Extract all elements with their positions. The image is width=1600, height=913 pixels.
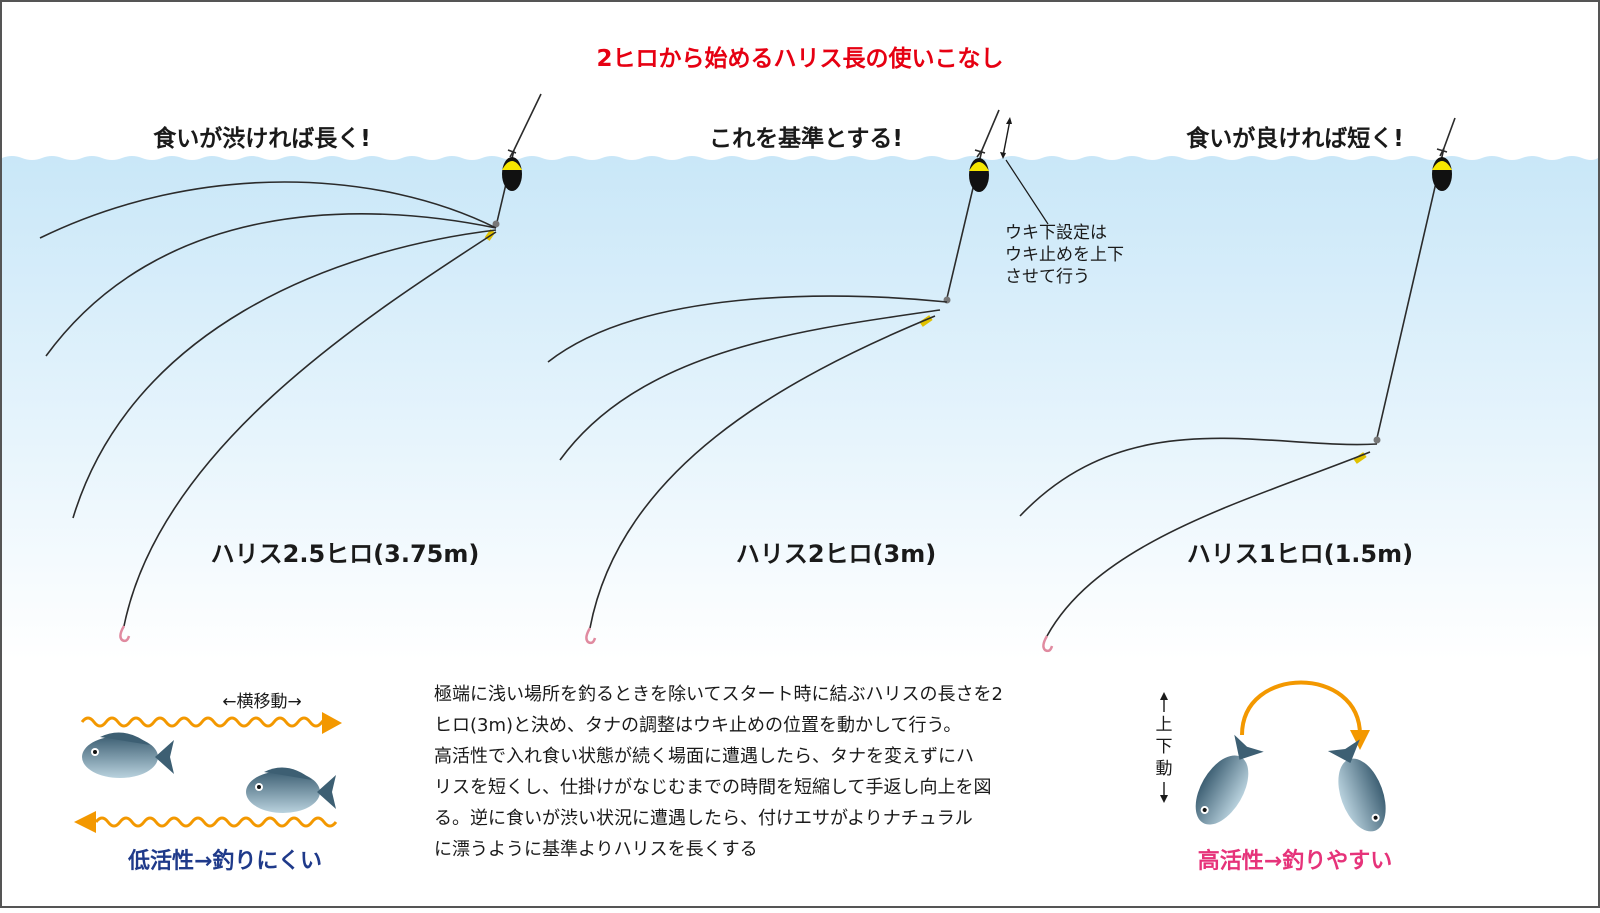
panel-3-heading: 食いが良ければ短く! <box>1186 125 1404 152</box>
main-line-3 <box>1376 147 1445 439</box>
float-note-line-1: ウキ下設定は <box>1005 223 1107 243</box>
float-1-top-icon <box>502 161 522 170</box>
panel-1-length-label: ハリス2.5ヒロ(3.75m) <box>211 540 480 568</box>
hook-1-icon <box>119 625 131 643</box>
vertical-move-label-2: 下 <box>1156 737 1173 757</box>
leader-2c <box>589 315 936 629</box>
float-2-stopper-icon <box>974 149 986 158</box>
high-activity-illustration: 上 下 動 高活性→釣りやすい <box>1154 680 1392 874</box>
low-activity-illustration: ←横移動→ 低活性→釣りにくい <box>74 692 342 874</box>
leader-3a <box>1019 437 1378 517</box>
panel-1-heading: 食いが渋ければ長く! <box>153 125 371 152</box>
swivel-3-icon <box>1373 436 1381 444</box>
panel-1-rig <box>39 93 542 643</box>
float-adjust-up-arrow-icon <box>1006 117 1012 124</box>
description-text: 極端に浅い場所を釣るときを除いてスタート時に結ぶハリスの長さを2 ヒロ(3m)と… <box>434 684 1003 860</box>
leader-2b <box>559 309 941 461</box>
description-line-3: 高活性で入れ食い状態が続く場面に遭遇したら、タナを変えずにハ <box>434 746 974 767</box>
diagram-title: 2ヒロから始めるハリス長の使いこなし <box>596 45 1003 72</box>
panel-2-length-label: ハリス2ヒロ(3m) <box>736 540 936 568</box>
float-2-top-icon <box>969 162 989 171</box>
horizontal-move-label: ←横移動→ <box>222 692 302 712</box>
panel-2-heading: これを基準とする! <box>709 125 903 152</box>
description-line-1: 極端に浅い場所を釣るときを除いてスタート時に結ぶハリスの長さを2 <box>434 684 1003 705</box>
leader-1d <box>123 231 497 627</box>
float-note-line-2: ウキ止めを上下 <box>1005 245 1124 265</box>
fish-icon <box>82 732 174 778</box>
fish-icon <box>246 767 336 813</box>
leader-2a <box>547 295 948 363</box>
fish-icon <box>1327 739 1386 832</box>
panel-3-length-label: ハリス1ヒロ(1.5m) <box>1187 540 1413 568</box>
float-3-top-icon <box>1432 161 1452 170</box>
jump-arc-line <box>1240 680 1362 736</box>
description-line-5: る。逆に食いが渋い状況に遭遇したら、付けエサがよりナチュラル <box>434 808 973 829</box>
note-leader-line <box>1005 159 1049 225</box>
up-arrow-icon <box>1160 692 1168 700</box>
panel-3-rig <box>1019 117 1456 653</box>
leader-3b <box>1046 451 1371 637</box>
arrow-left-icon <box>74 811 96 833</box>
float-adjust-down-arrow-icon <box>1000 152 1006 159</box>
fish-icon <box>1195 734 1264 825</box>
hook-3-icon <box>1042 635 1054 653</box>
high-activity-caption: 高活性→釣りやすい <box>1198 848 1392 874</box>
rod-line-2 <box>981 109 1000 151</box>
leader-1a <box>39 181 497 239</box>
arrow-right-icon <box>322 712 342 734</box>
vertical-move-label-3: 動 <box>1156 759 1173 779</box>
swivel-1-icon <box>492 220 500 228</box>
float-adjust-line <box>1002 119 1011 157</box>
jump-arc-arrow-icon <box>1350 730 1370 750</box>
panel-2-rig <box>547 109 1049 645</box>
low-activity-caption: 低活性→釣りにくい <box>127 848 322 874</box>
hook-2-icon <box>585 627 597 645</box>
leader-1c <box>72 229 497 519</box>
vertical-label-bg <box>1154 712 1174 782</box>
description-line-6: に漂うように基準よりハリスを長くする <box>434 839 758 860</box>
wave-right-line <box>80 716 336 728</box>
rod-line-1 <box>513 93 542 151</box>
leader-1b <box>45 213 497 357</box>
rod-line-3 <box>1443 117 1456 149</box>
water-area <box>2 156 1598 660</box>
description-line-4: リスを短くし、仕掛けがなじむまでの時間を短縮して手返し向上を図 <box>434 777 991 798</box>
wave-left-line <box>94 816 338 828</box>
vertical-move-label-1: 上 <box>1156 715 1173 735</box>
description-line-2: ヒロ(3m)と決め、タナの調整はウキ止めの位置を動かして行う。 <box>434 715 961 736</box>
float-1-stopper-icon <box>507 149 517 158</box>
down-arrow-icon <box>1160 795 1168 803</box>
float-3-stopper-icon <box>1436 147 1448 157</box>
float-note-line-3: させて行う <box>1005 267 1090 287</box>
